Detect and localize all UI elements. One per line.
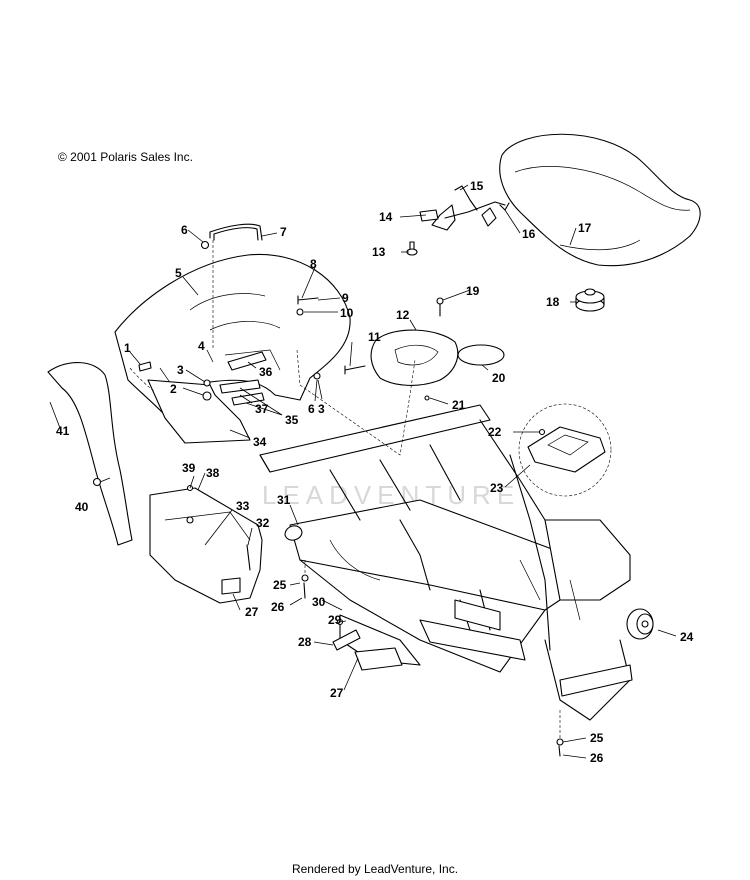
callout-39: 39 xyxy=(182,461,196,475)
leader-lines xyxy=(49,184,677,759)
seat xyxy=(499,133,701,267)
callout-37: 37 xyxy=(255,402,269,416)
callout-20: 20 xyxy=(492,371,506,385)
callout-26b: 26 xyxy=(590,751,604,765)
callout-21: 21 xyxy=(452,398,466,412)
callout-24: 24 xyxy=(680,630,694,644)
latch-screw xyxy=(406,241,418,256)
callout-14: 14 xyxy=(379,210,393,224)
footwell-bolt xyxy=(246,544,251,571)
callout-6b: 6 xyxy=(308,402,315,416)
callout-11: 11 xyxy=(368,330,381,344)
side-bracket-35 xyxy=(219,379,261,394)
callout-35: 35 xyxy=(285,413,299,427)
callout-7: 7 xyxy=(280,225,287,239)
frame-washer-25-lower xyxy=(556,738,564,746)
callout-10: 10 xyxy=(340,306,354,320)
side-bracket-37 xyxy=(231,392,265,406)
callout-3b: 3 xyxy=(318,402,325,416)
handle-screw xyxy=(200,240,210,250)
frame-bolt-26-lower xyxy=(558,745,561,757)
callout-30: 30 xyxy=(312,595,326,609)
callout-36: 36 xyxy=(259,365,273,379)
callout-33: 33 xyxy=(236,499,250,513)
callout-26: 26 xyxy=(271,600,285,614)
callout-28: 28 xyxy=(298,635,312,649)
footwell-screw xyxy=(186,516,194,524)
callout-8: 8 xyxy=(310,257,317,271)
callout-19: 19 xyxy=(466,284,480,298)
footwell-bracket-left xyxy=(221,577,241,595)
callout-17: 17 xyxy=(578,221,592,235)
callout-27b: 27 xyxy=(330,686,344,700)
frame-bushing xyxy=(626,608,654,640)
fender-stud xyxy=(344,365,366,375)
callout-32: 32 xyxy=(256,516,270,530)
callout-38: 38 xyxy=(206,466,220,480)
callout-41: 41 xyxy=(56,424,70,438)
watermark: LEADVENTURE xyxy=(262,480,520,510)
footer-credit: Rendered by LeadVenture, Inc. xyxy=(291,862,459,876)
callout-25b: 25 xyxy=(590,731,604,745)
fuel-cover-pad xyxy=(457,344,505,366)
fender-rivet-cap xyxy=(203,379,211,387)
callout-27: 27 xyxy=(245,605,259,619)
frame-bolt-26-upper xyxy=(303,582,306,599)
seat-bumper xyxy=(575,288,605,312)
callout-13: 13 xyxy=(372,245,386,259)
flap-rivet xyxy=(92,477,102,487)
callout-16: 16 xyxy=(522,227,536,241)
fender-rivet xyxy=(202,391,212,401)
callout-4: 4 xyxy=(198,339,205,353)
callout-22: 22 xyxy=(488,425,502,439)
callout-40: 40 xyxy=(75,500,89,514)
fuel-tank-cover xyxy=(370,329,459,386)
callout-3: 3 xyxy=(177,363,184,377)
callout-5: 5 xyxy=(175,266,182,280)
callout-18: 18 xyxy=(546,295,560,309)
bolt-washer xyxy=(296,308,304,316)
callout-31: 31 xyxy=(277,493,291,507)
frame-panel xyxy=(454,599,501,631)
fender-bolt xyxy=(297,295,319,305)
fender-bracket xyxy=(227,351,267,371)
fender-clip xyxy=(138,361,152,372)
left-footwell xyxy=(149,487,263,604)
guide-line xyxy=(296,349,416,456)
callout-2: 2 xyxy=(170,382,177,396)
callout-12: 12 xyxy=(396,308,410,322)
guide-line xyxy=(129,367,156,393)
seat-latch xyxy=(431,185,510,231)
callout-29: 29 xyxy=(328,613,342,627)
footrest-flap xyxy=(47,362,133,546)
callout-labels: 1 2 3 3 4 5 6 6 7 8 9 10 11 12 13 14 15 … xyxy=(56,179,694,765)
cover-washer xyxy=(424,395,430,401)
callout-9: 9 xyxy=(342,291,349,305)
callout-15: 15 xyxy=(470,179,484,193)
frame-washer-25-upper xyxy=(301,574,309,582)
footrest-bracket xyxy=(332,629,361,651)
latch-bracket xyxy=(419,209,439,222)
heat-shield xyxy=(518,403,612,497)
callout-34: 34 xyxy=(253,435,267,449)
copyright-notice: © 2001 Polaris Sales Inc. xyxy=(58,150,193,164)
rear-rack-handle xyxy=(209,223,263,241)
fender-screw xyxy=(313,372,321,380)
callout-6: 6 xyxy=(181,223,188,237)
side-panel xyxy=(147,379,251,444)
callout-1: 1 xyxy=(124,341,131,355)
cover-screw xyxy=(436,297,444,317)
shield-screw xyxy=(538,428,546,436)
callout-23: 23 xyxy=(490,481,504,495)
footwell-bracket-right xyxy=(354,647,403,671)
callout-25: 25 xyxy=(273,578,287,592)
main-frame xyxy=(259,404,633,721)
